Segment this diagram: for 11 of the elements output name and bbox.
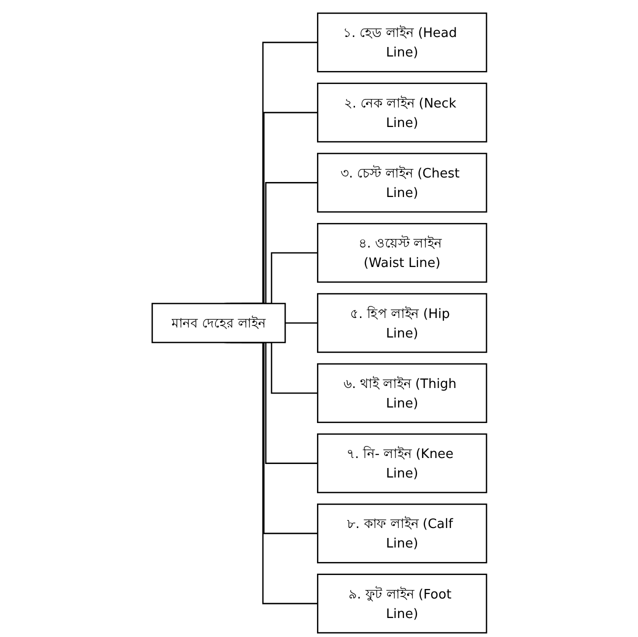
node-box: ৩. চেস্ট লাইন (Chest Line)	[316, 152, 487, 212]
node-box: ৪. ওয়েস্ট লাইন (Waist Line)	[316, 222, 487, 282]
connector	[284, 322, 318, 324]
node-box: ৮. কাফ লাইন (Calf Line)	[316, 503, 487, 563]
node-box: ১. হেড লাইন (Head Line)	[316, 12, 487, 72]
node-box: ৬. থাই লাইন (Thigh Line)	[316, 362, 487, 423]
node-box: মানব দেহের লাইন	[151, 302, 286, 343]
node-box: ৯. ফুট লাইন (Foot Line)	[316, 573, 487, 633]
node-box: ৫. হিপ লাইন (Hip Line)	[316, 292, 487, 352]
node-box: ৭. নি- লাইন (Knee Line)	[316, 432, 487, 493]
node-box: ২. নেক লাইন (Neck Line)	[316, 82, 487, 142]
